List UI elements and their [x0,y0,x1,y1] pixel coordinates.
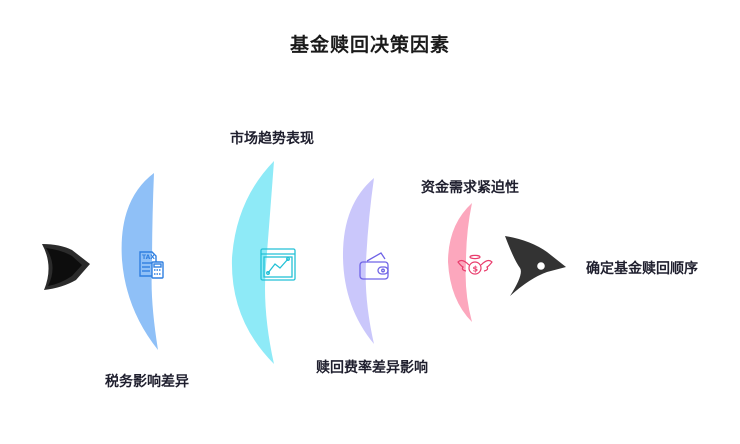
factor-label-fee: 赎回费率差异影响 [316,360,428,376]
outcome-label: 确定基金赎回顺序 [586,261,698,277]
svg-text:TAX: TAX [142,254,155,261]
winged-coin-icon: $ [457,254,493,275]
end-arrowhead-icon [505,236,566,296]
tax-calculator-icon: TAX [139,251,164,279]
trend-chart-icon [260,248,296,281]
wallet-icon [359,252,389,280]
svg-text:$: $ [473,265,479,274]
factor-label-cash: 资金需求紧迫性 [421,180,519,196]
factor-label-tax: 税务影响差异 [105,374,189,390]
start-arrow-icon [42,244,90,290]
factor-cash-shape [448,203,472,322]
diagram-title: 基金赎回决策因素 [289,34,450,56]
factor-label-market: 市场趋势表现 [230,131,314,147]
factor-market-shape [231,161,274,364]
factor-fee-shape [342,178,374,344]
